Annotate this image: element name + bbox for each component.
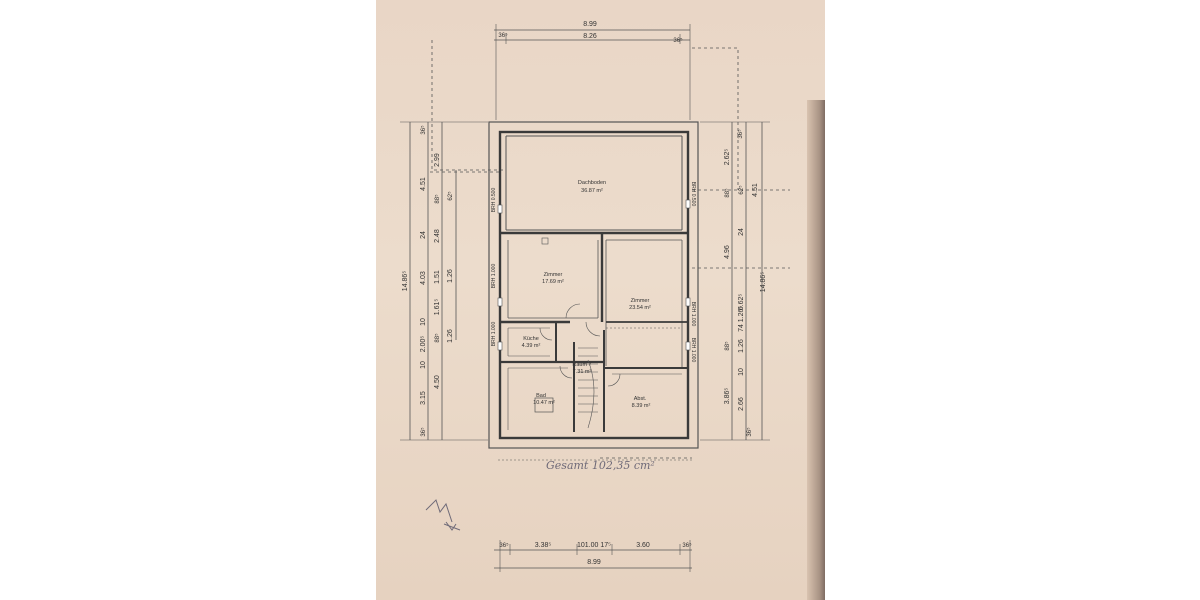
left-dim-top-wall: 36⁵ — [420, 125, 427, 135]
room-name-raum7: Raum 7 — [572, 362, 591, 368]
left-dim-c-2: 1.26 — [447, 329, 454, 343]
right-dim-b-0: 62⁵ — [738, 185, 745, 195]
room-name-dachboden: Dachboden — [578, 180, 606, 186]
bottom-dim-seg2: 101.00 17⁵ — [577, 542, 611, 549]
right-dim-a-4: 3.86⁵ — [724, 388, 731, 405]
right-dim-top-wall: 36⁵ — [737, 129, 744, 139]
left-dim-b-5: 88⁵ — [434, 333, 441, 343]
room-name-abst: Abst. — [634, 396, 647, 402]
outer-wall — [488, 121, 699, 449]
left-dim-a-1: 24 — [420, 231, 427, 239]
door-arc — [565, 303, 581, 319]
roof-dashed-outline-right — [692, 47, 739, 190]
right-dim-b-6: 2.66 — [738, 397, 745, 411]
room-name-bad: Bad — [536, 393, 546, 399]
room-name-zimmer-right: Zimmer — [631, 298, 650, 304]
room-area-abst: 8.39 m² — [632, 403, 651, 409]
left-dim-b-1: 88⁵ — [434, 194, 441, 204]
bottom-dim-left-wall: 36⁵ — [499, 542, 509, 549]
brh-label: BRH 1.000 — [690, 338, 696, 363]
room-area-bad: 10.47 m² — [533, 400, 555, 406]
room-area-kueche: 4.39 m² — [522, 343, 541, 349]
right-dim-b-5: 10 — [738, 368, 745, 376]
inner-wall — [498, 130, 690, 440]
left-dim-b-0: 2.99 — [434, 153, 441, 167]
left-dim-c-0: 62⁵ — [447, 191, 454, 201]
room-name-kueche: Küche — [523, 336, 539, 342]
right-dim-outer: 14.86⁵ — [760, 272, 767, 293]
paper-photo: 8.99 36⁵ 8.26 36⁵ 36⁵ 3.38⁵ 101.00 17⁵ 3… — [376, 0, 825, 600]
floor-plan: 8.99 36⁵ 8.26 36⁵ 36⁵ 3.38⁵ 101.00 17⁵ 3… — [400, 21, 790, 572]
right-dim-b-3: 74 — [738, 324, 745, 332]
left-dim-a-6: 3.15 — [420, 391, 427, 405]
right-dim-b-1: 24 — [738, 228, 745, 236]
top-dim-left-wall: 36⁵ — [498, 32, 508, 39]
brh-label: BRH 1.000 — [491, 322, 497, 347]
left-dim-a-3: 10 — [420, 318, 427, 326]
right-dim-a-3: 88⁵ — [724, 341, 731, 351]
room-area-zimmer-right: 23.54 m² — [629, 305, 651, 311]
room-area-zimmer-left: 17.69 m² — [542, 279, 564, 285]
left-dim-b-6: 4.50 — [434, 375, 441, 389]
bottom-dim-seg3: 3.60 — [636, 542, 650, 549]
brh-label: BRH 0.500 — [491, 188, 497, 213]
brh-label: BRH 1.000 — [690, 302, 696, 327]
door-arc — [559, 365, 573, 379]
right-dim-a-1: 88⁵ — [724, 188, 731, 198]
brh-label: BRH 1.000 — [491, 264, 497, 289]
top-dim-overall: 8.99 — [583, 21, 597, 28]
left-dim-a-0: 4.51 — [420, 177, 427, 191]
room-area-dachboden: 36.87 m² — [581, 188, 603, 194]
table-edge — [807, 100, 825, 600]
bottom-dim-right-wall: 36⁵ — [682, 542, 692, 549]
right-dim-c-0: 4.51 — [752, 183, 759, 197]
room-name-zimmer-left: Zimmer — [544, 272, 563, 278]
left-dim-b-3: 1.51 — [434, 270, 441, 284]
right-dim-b-2: 6.62⁵ — [738, 294, 745, 311]
left-dim-outer: 14.86⁵ — [402, 271, 409, 292]
left-dim-a-2: 4.03 — [420, 271, 427, 285]
bottom-dim-seg1: 3.38⁵ — [535, 542, 552, 549]
bottom-dim-overall: 8.99 — [587, 559, 601, 566]
left-dim-b-2: 2.48 — [434, 229, 441, 243]
brh-label: BRH 0.500 — [690, 182, 696, 207]
bathtub — [534, 397, 554, 413]
right-dim-a-0: 2.62⁵ — [724, 149, 731, 166]
left-dim-bottom-wall: 36⁵ — [420, 427, 427, 437]
top-dim-inner: 8.26 — [583, 33, 597, 40]
roof-dashed-outline — [431, 40, 505, 171]
handwritten-total: Gesamt 102,35 cm² — [546, 459, 655, 472]
north-arrow-icon — [425, 499, 461, 531]
left-dim-a-5: 10 — [420, 361, 427, 369]
left-dim-a-4: 2.00⁵ — [420, 336, 427, 353]
door-arc — [539, 327, 553, 341]
right-dim-a-2: 4.96 — [724, 245, 731, 259]
top-dim-right-wall: 36⁵ — [673, 37, 683, 44]
door-arc — [607, 373, 621, 387]
right-dim-c-1: 1.26⁵ — [738, 306, 745, 323]
right-dim-b-4: 1.26 — [738, 339, 745, 353]
left-dim-b-4: 1.61⁵ — [434, 299, 441, 316]
left-dim-c-1: 1.26 — [447, 269, 454, 283]
room-area-raum7: 7.31 m² — [573, 369, 592, 375]
right-dim-bottom-wall: 36⁵ — [746, 427, 753, 437]
door-arc — [585, 321, 601, 337]
